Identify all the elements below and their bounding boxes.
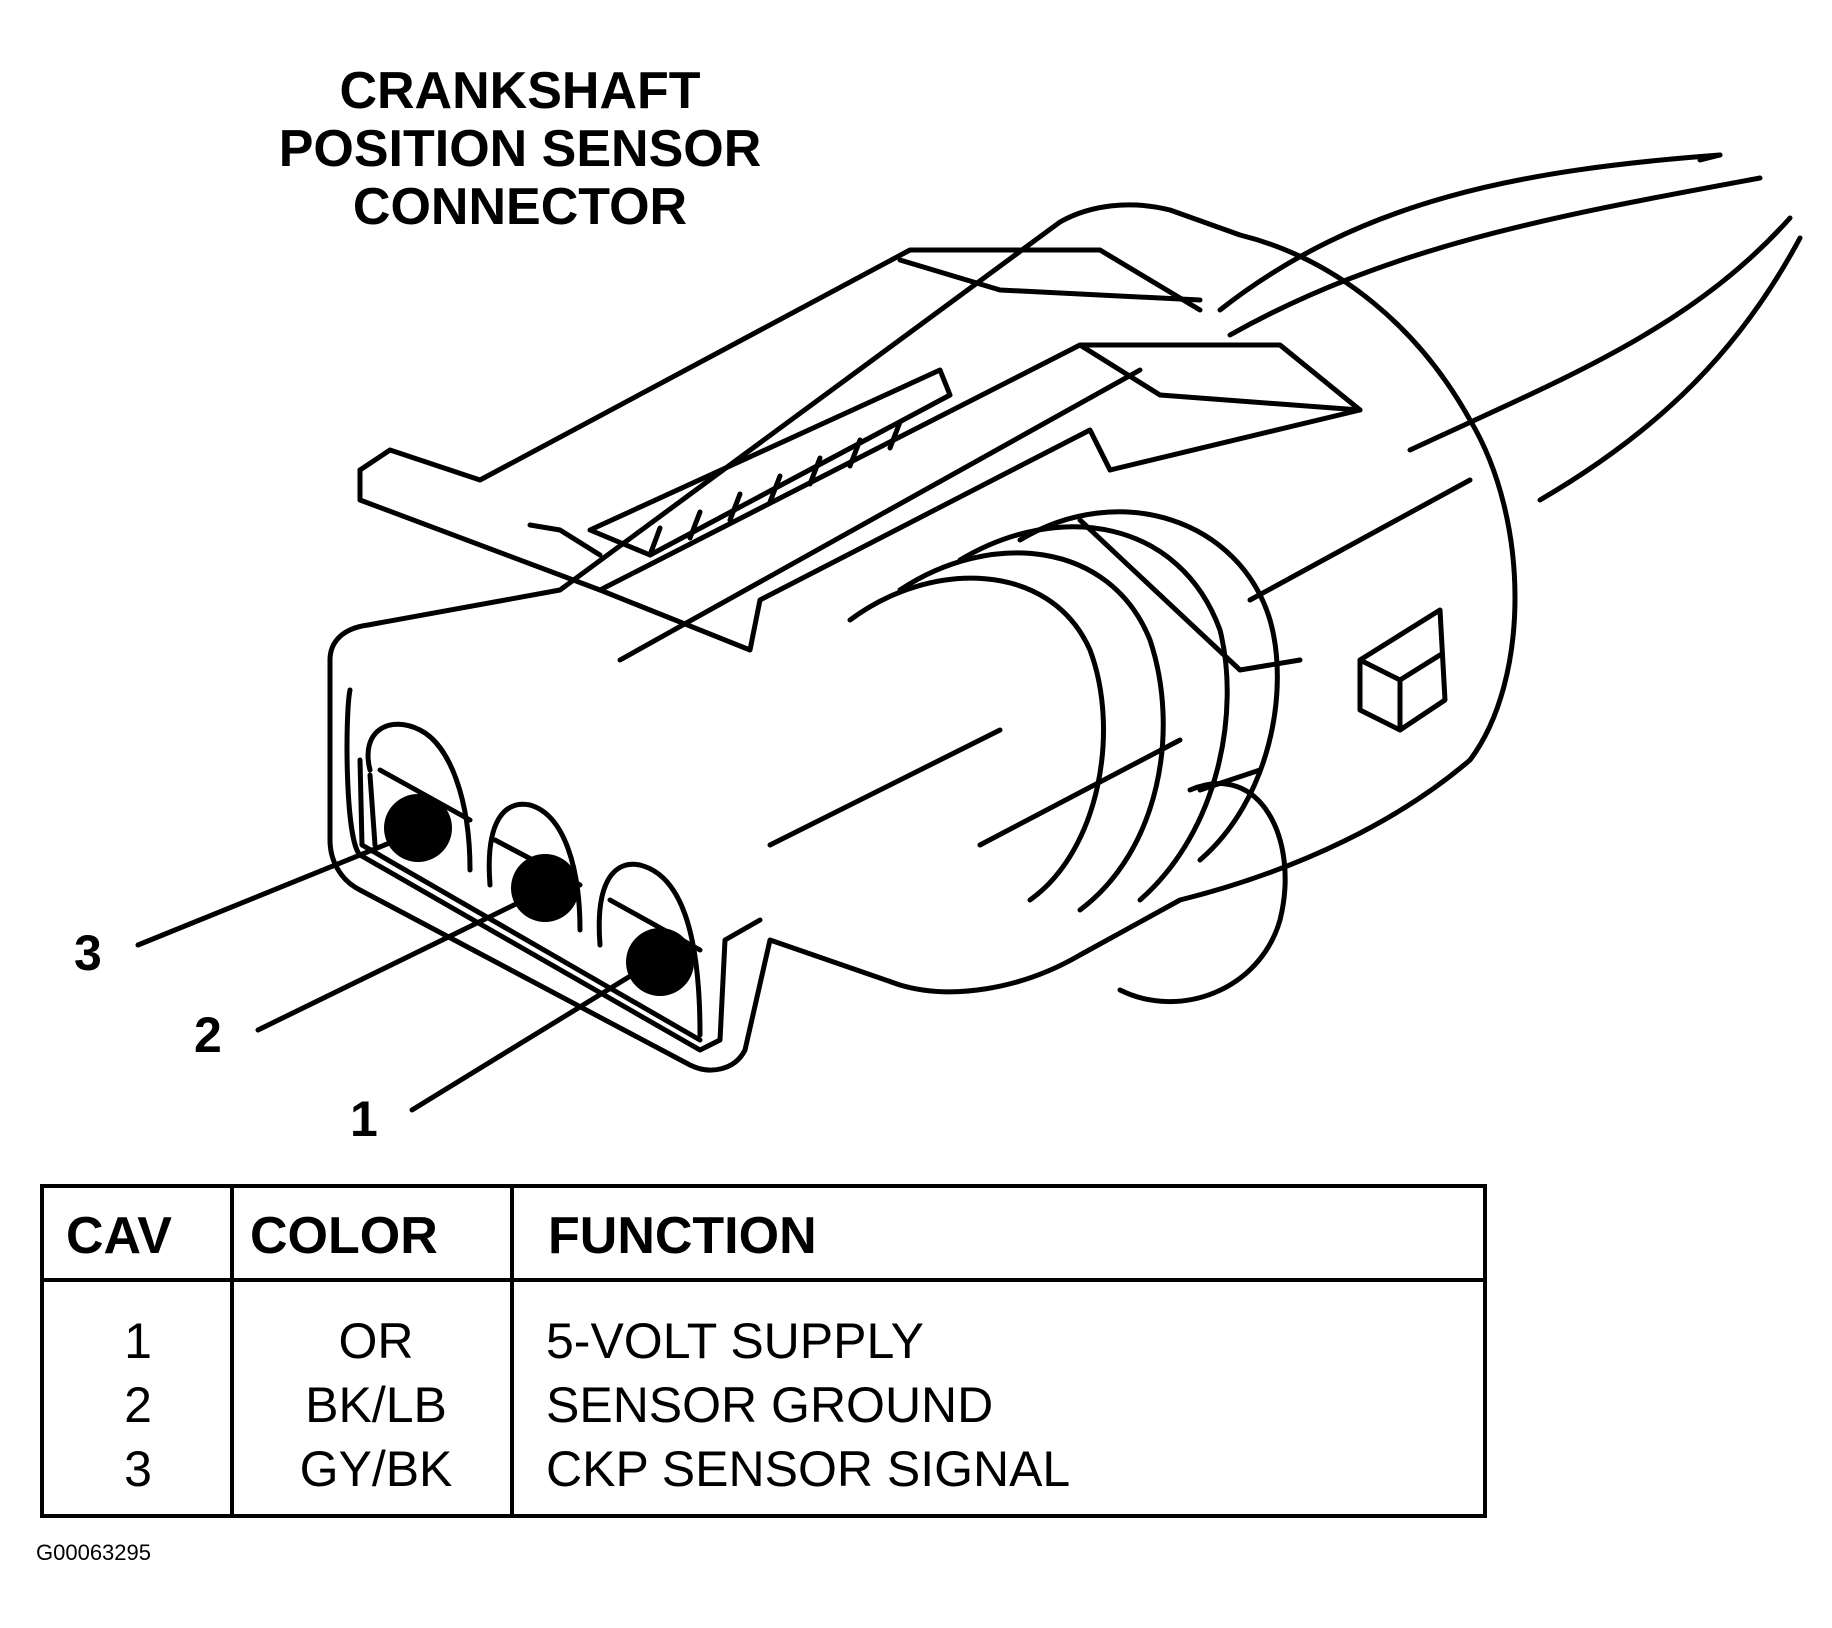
rear-ring bbox=[1117, 767, 1288, 1005]
title-line-3: CONNECTOR bbox=[352, 178, 688, 236]
cell-function: CKP SENSOR SIGNAL bbox=[546, 1441, 1071, 1497]
locking-tab bbox=[357, 247, 1363, 653]
callout-label-2: 2 bbox=[194, 1007, 222, 1063]
cell-color: OR bbox=[338, 1313, 414, 1369]
cell-color: BK/LB bbox=[305, 1377, 447, 1433]
table-header-divider bbox=[44, 1278, 1483, 1282]
terminal-pin-3 bbox=[384, 794, 452, 862]
wire-bundle bbox=[1217, 152, 1803, 503]
connector-housing bbox=[327, 202, 1518, 1073]
callout-label-3: 3 bbox=[74, 925, 102, 981]
table-row: 3 GY/BK CKP SENSOR SIGNAL bbox=[44, 1440, 1483, 1504]
table-row: 2 BK/LB SENSOR GROUND bbox=[44, 1376, 1483, 1440]
reference-code: G00063295 bbox=[36, 1540, 151, 1565]
diagram-title: CRANKSHAFT POSITION SENSOR CONNECTOR bbox=[200, 62, 840, 236]
leader-line-2 bbox=[255, 899, 523, 1033]
cell-function: 5-VOLT SUPPLY bbox=[546, 1313, 924, 1369]
cell-cav: 3 bbox=[124, 1441, 152, 1497]
cell-cav: 1 bbox=[124, 1313, 152, 1369]
terminal-pin-1 bbox=[626, 928, 694, 996]
table-row: 1 OR 5-VOLT SUPPLY bbox=[44, 1312, 1483, 1376]
cell-cav: 2 bbox=[124, 1377, 152, 1433]
table-body: 1 OR 5-VOLT SUPPLY 2 BK/LB SENSOR GROUND… bbox=[44, 1312, 1483, 1504]
title-line-2: POSITION SENSOR bbox=[278, 120, 762, 178]
header-color: COLOR bbox=[250, 1207, 438, 1265]
cell-color: GY/BK bbox=[299, 1441, 453, 1497]
leader-line-3 bbox=[135, 839, 395, 948]
leader-lines bbox=[135, 839, 635, 1113]
leader-line-1 bbox=[409, 972, 635, 1113]
header-function: FUNCTION bbox=[548, 1207, 817, 1265]
terminal-pin-2 bbox=[511, 854, 579, 922]
terminal-pins bbox=[384, 794, 694, 996]
cell-function: SENSOR GROUND bbox=[546, 1377, 994, 1433]
title-line-1: CRANKSHAFT bbox=[339, 62, 701, 120]
table-divider-color bbox=[510, 1188, 514, 1514]
sealing-ribs bbox=[847, 509, 1303, 913]
header-cav: CAV bbox=[66, 1207, 172, 1265]
pinout-table: CAV COLOR FUNCTION 1 OR 5-VOLT SUPPLY 2 … bbox=[40, 1184, 1487, 1518]
callout-label-1: 1 bbox=[350, 1091, 378, 1147]
side-latch bbox=[1357, 607, 1448, 733]
table-divider-cav bbox=[230, 1188, 234, 1514]
